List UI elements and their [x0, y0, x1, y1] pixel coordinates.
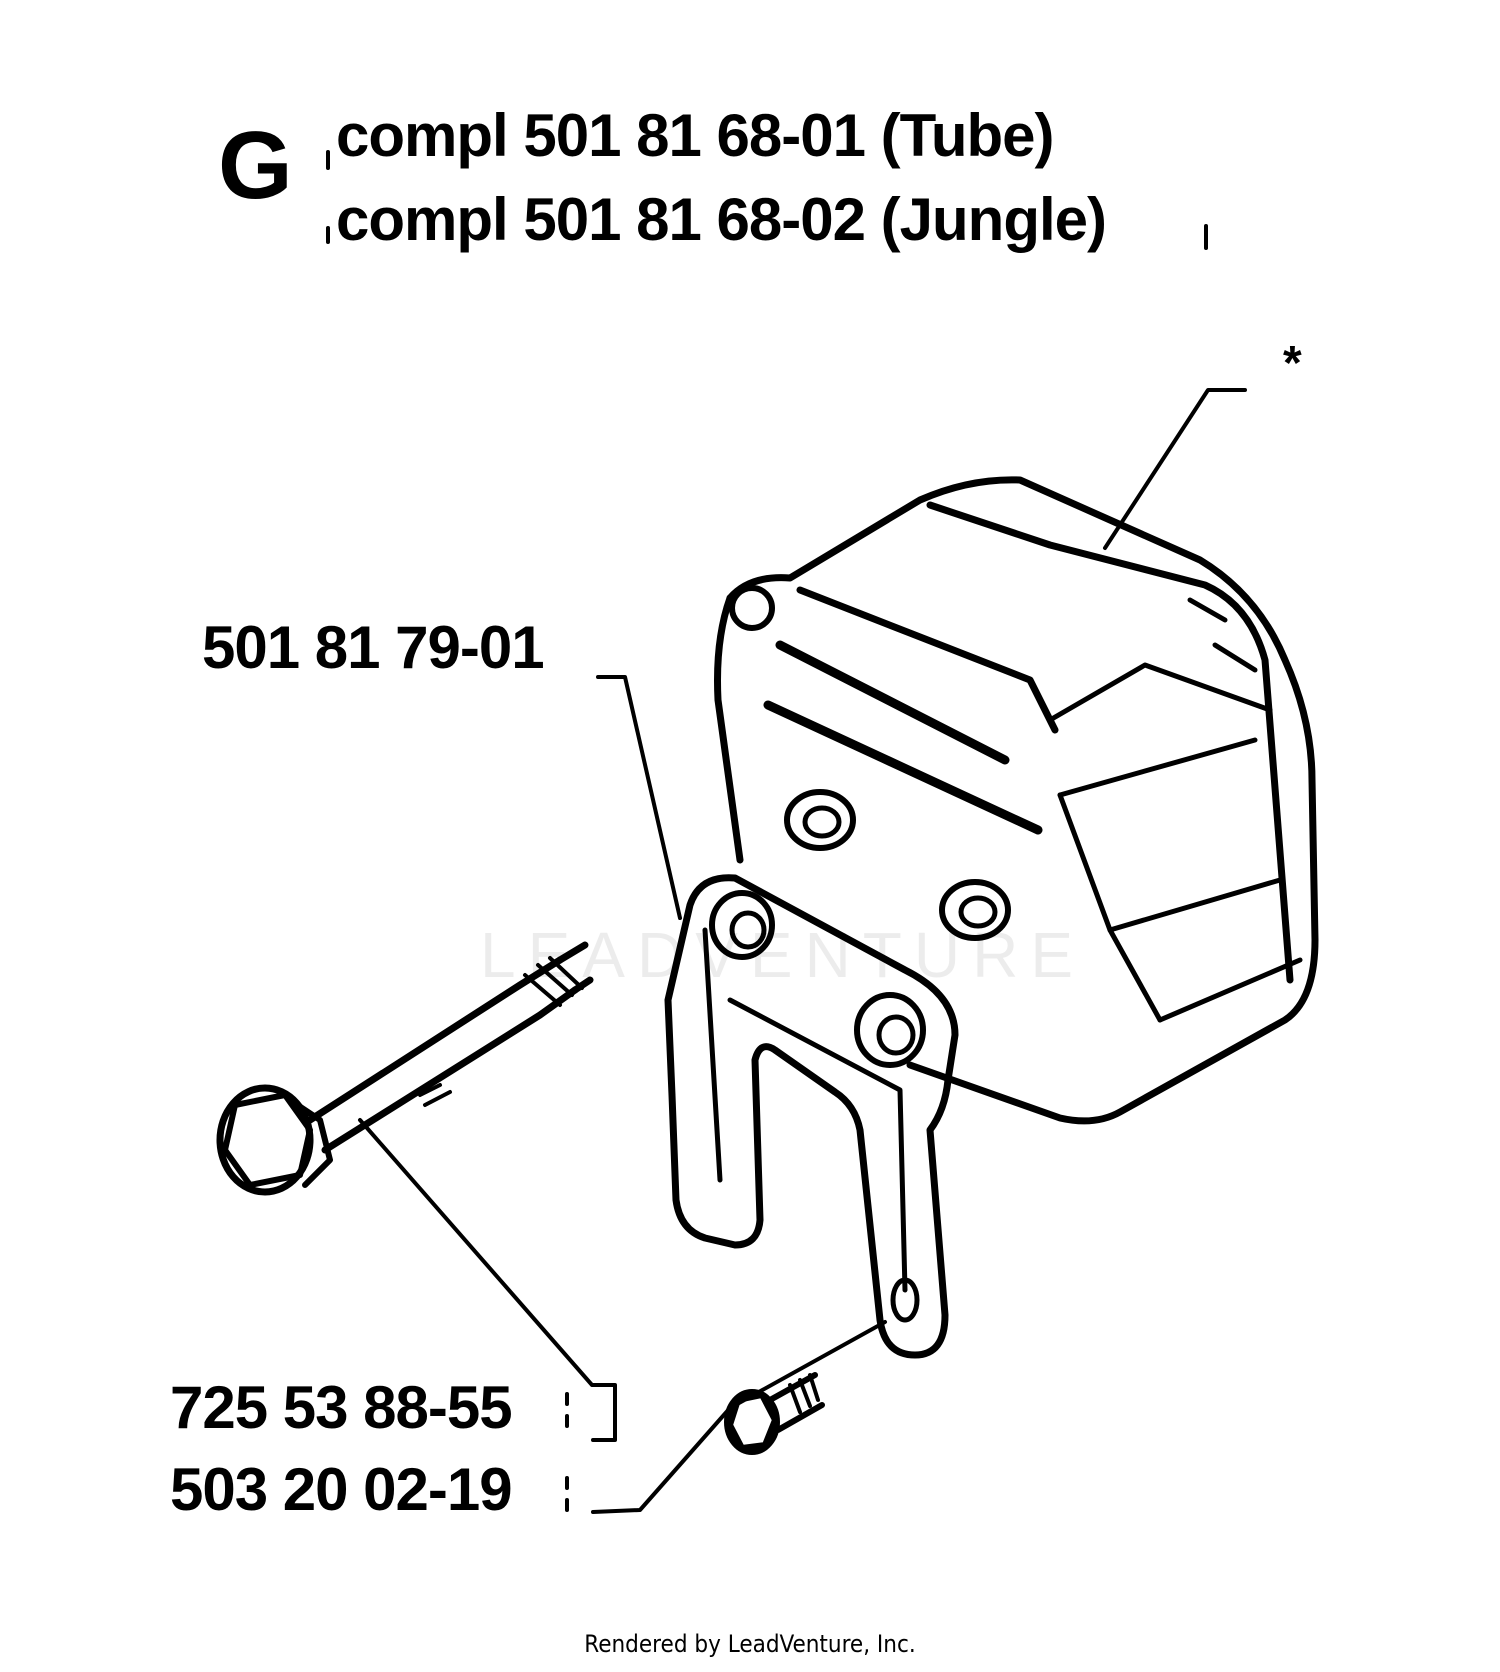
- part-label-bolt: 725 53 88-55: [170, 1374, 513, 1441]
- bolt-drawing: [216, 941, 594, 1196]
- bracket-drawing: [664, 874, 959, 1359]
- section-letter: G: [218, 112, 293, 219]
- part-label-screw: 503 20 02-19: [170, 1456, 513, 1523]
- assembly-title-jungle: compl 501 81 68-02 (Jungle): [336, 186, 1107, 253]
- header-ticks: [326, 150, 1208, 1512]
- footer-credit: Rendered by LeadVenture, Inc.: [584, 1630, 916, 1658]
- chain-guide-cover-drawing: [714, 476, 1319, 1125]
- screw-drawing: [724, 1372, 825, 1455]
- watermark: LEADVENTURE: [480, 919, 1085, 991]
- part-label-cover: *: [1283, 337, 1302, 390]
- leader-lines: [358, 388, 1247, 1514]
- assembly-title-tube: compl 501 81 68-01 (Tube): [336, 102, 1054, 169]
- part-label-bracket: 501 81 79-01: [202, 614, 545, 681]
